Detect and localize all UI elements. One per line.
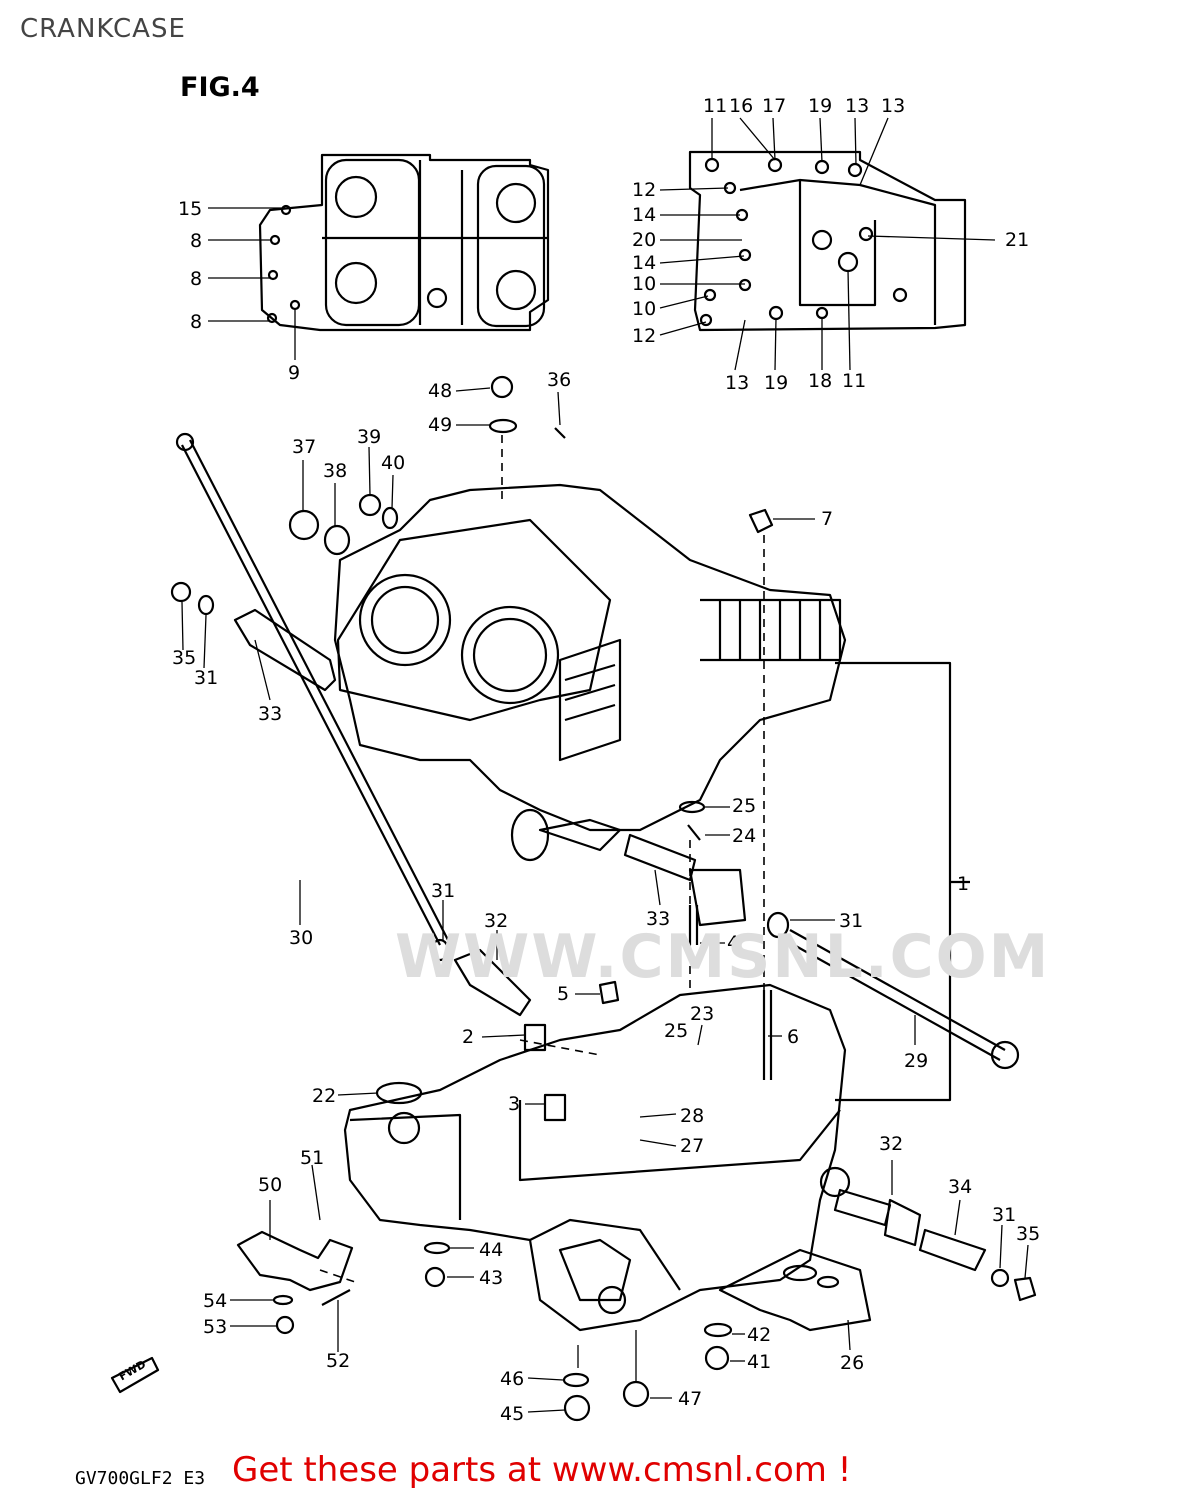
model-code: GV700GLF2 E3 bbox=[75, 1468, 206, 1489]
callout-48: 48 bbox=[428, 380, 452, 402]
callout-1: 1 bbox=[957, 873, 969, 895]
callout-20: 20 bbox=[632, 229, 656, 251]
callout-13: 13 bbox=[881, 95, 905, 117]
callout-32: 32 bbox=[484, 910, 508, 932]
callout-22: 22 bbox=[312, 1085, 336, 1107]
small-parts bbox=[110, 375, 1037, 1422]
callout-12: 12 bbox=[632, 325, 656, 347]
callout-33: 33 bbox=[258, 703, 282, 725]
callout-25: 25 bbox=[664, 1020, 688, 1042]
callout-10: 10 bbox=[632, 273, 656, 295]
callout-21: 21 bbox=[1005, 229, 1029, 251]
callout-51: 51 bbox=[300, 1147, 324, 1169]
callout-37: 37 bbox=[292, 436, 316, 458]
callout-16: 16 bbox=[729, 95, 753, 117]
lower-crankcase bbox=[343, 983, 872, 1332]
callout-19: 19 bbox=[808, 95, 832, 117]
callout-5: 5 bbox=[557, 983, 569, 1005]
callout-10: 10 bbox=[632, 298, 656, 320]
callout-26: 26 bbox=[840, 1352, 864, 1374]
callout-11: 11 bbox=[842, 370, 866, 392]
callout-47: 47 bbox=[678, 1388, 702, 1410]
assembly-bracket-1 bbox=[835, 661, 970, 1102]
page-title: CRANKCASE bbox=[20, 14, 186, 44]
callout-4: 4 bbox=[727, 932, 739, 954]
callout-8: 8 bbox=[190, 311, 202, 333]
callout-41: 41 bbox=[747, 1351, 771, 1373]
callout-36: 36 bbox=[547, 369, 571, 391]
figure-label: FIG.4 bbox=[180, 72, 260, 103]
callout-29: 29 bbox=[904, 1050, 928, 1072]
callout-11: 11 bbox=[703, 95, 727, 117]
upper-crankcase bbox=[333, 483, 847, 862]
callout-13: 13 bbox=[725, 372, 749, 394]
callout-31: 31 bbox=[839, 910, 863, 932]
callout-15: 15 bbox=[178, 198, 202, 220]
upper-case-top-view-left bbox=[258, 153, 550, 332]
callout-17: 17 bbox=[762, 95, 786, 117]
callout-19: 19 bbox=[764, 372, 788, 394]
callout-40: 40 bbox=[381, 452, 405, 474]
callout-43: 43 bbox=[479, 1267, 503, 1289]
callout-31: 31 bbox=[431, 880, 455, 902]
callout-30: 30 bbox=[289, 927, 313, 949]
callout-28: 28 bbox=[680, 1105, 704, 1127]
footer-link[interactable]: Get these parts at www.cmsnl.com ! bbox=[232, 1450, 852, 1490]
callout-35: 35 bbox=[172, 647, 196, 669]
callout-23: 23 bbox=[690, 1003, 714, 1025]
callout-25: 25 bbox=[732, 795, 756, 817]
callout-13: 13 bbox=[845, 95, 869, 117]
callout-24: 24 bbox=[732, 825, 756, 847]
callout-33: 33 bbox=[646, 908, 670, 930]
lower-case-bottom-view-right bbox=[688, 150, 967, 332]
leader-lines bbox=[181, 117, 1029, 1413]
shafts-and-bolts bbox=[175, 432, 1020, 1292]
callout-42: 42 bbox=[747, 1324, 771, 1346]
callout-35: 35 bbox=[1016, 1223, 1040, 1245]
callout-14: 14 bbox=[632, 204, 656, 226]
callout-38: 38 bbox=[323, 460, 347, 482]
callout-12: 12 bbox=[632, 179, 656, 201]
guide-lines bbox=[319, 435, 765, 1283]
callout-18: 18 bbox=[808, 370, 832, 392]
callout-44: 44 bbox=[479, 1239, 503, 1261]
callout-49: 49 bbox=[428, 414, 452, 436]
callout-31: 31 bbox=[992, 1204, 1016, 1226]
callout-3: 3 bbox=[508, 1093, 520, 1115]
callout-54: 54 bbox=[203, 1290, 227, 1312]
callout-39: 39 bbox=[357, 426, 381, 448]
callout-14: 14 bbox=[632, 252, 656, 274]
callout-7: 7 bbox=[821, 508, 833, 530]
callout-31: 31 bbox=[194, 667, 218, 689]
watermark: WWW.CMSNL.COM bbox=[395, 922, 1051, 992]
callout-8: 8 bbox=[190, 268, 202, 290]
callout-6: 6 bbox=[787, 1026, 799, 1048]
callout-27: 27 bbox=[680, 1135, 704, 1157]
callout-46: 46 bbox=[500, 1368, 524, 1390]
callout-2: 2 bbox=[462, 1026, 474, 1048]
callout-45: 45 bbox=[500, 1403, 524, 1425]
callout-50: 50 bbox=[258, 1174, 282, 1196]
callout-52: 52 bbox=[326, 1350, 350, 1372]
callout-53: 53 bbox=[203, 1316, 227, 1338]
callout-9: 9 bbox=[288, 362, 300, 384]
callout-34: 34 bbox=[948, 1176, 972, 1198]
callout-32: 32 bbox=[879, 1133, 903, 1155]
callout-8: 8 bbox=[190, 230, 202, 252]
